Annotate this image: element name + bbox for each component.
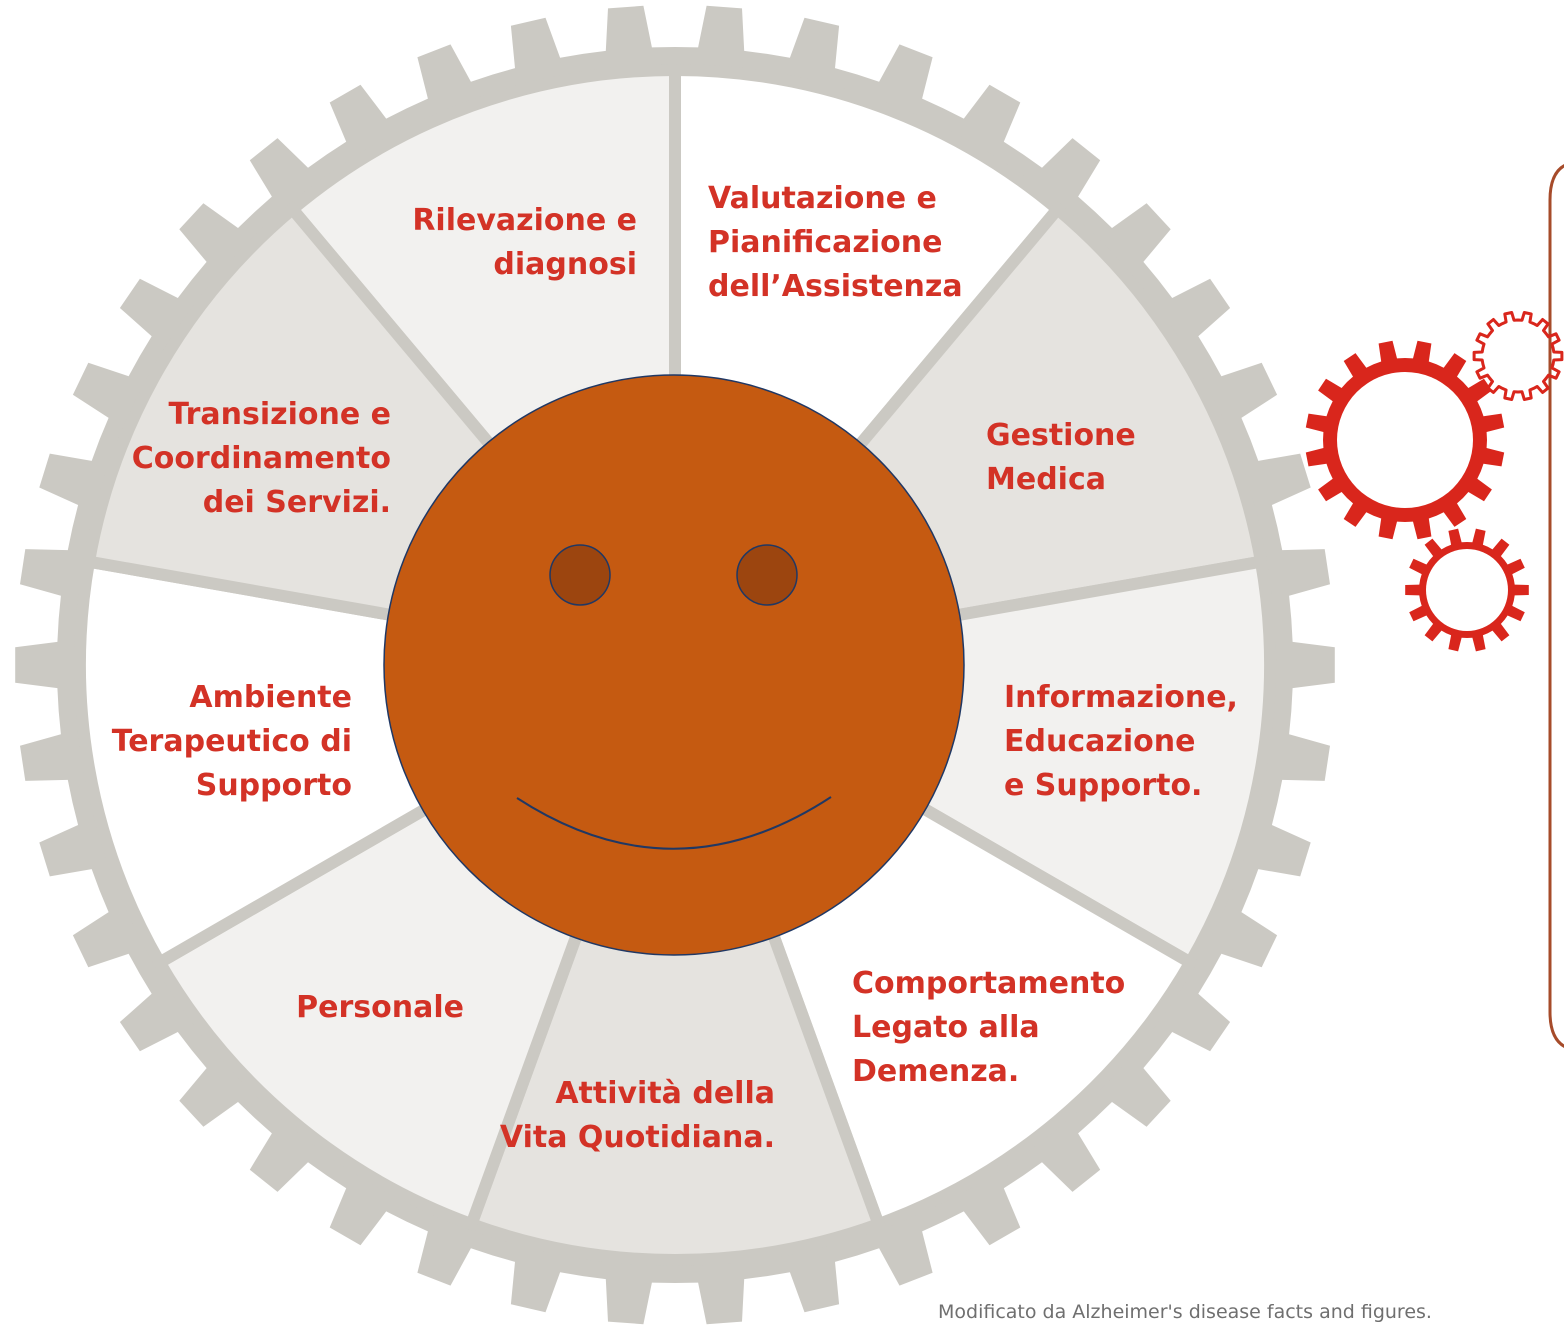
- label-line: Valutazione e: [708, 181, 937, 216]
- label-line: Terapeutico di: [112, 724, 352, 759]
- label-line: Personale: [296, 990, 464, 1025]
- smiley-face: [383, 374, 965, 956]
- label-line: dell’Assistenza: [708, 269, 963, 304]
- label-line: Informazione,: [1004, 680, 1238, 715]
- source-caption: Modificato da Alzheimer's disease facts …: [938, 1301, 1432, 1323]
- label-personale: Personale: [296, 990, 464, 1025]
- segment-attivita: [463, 647, 887, 1266]
- label-line: Supporto: [196, 768, 352, 803]
- smiley-mouth: [516, 796, 832, 850]
- label-line: Rilevazione e: [412, 203, 637, 238]
- label-line: Medica: [986, 462, 1106, 497]
- gear-large-hub: [1337, 372, 1473, 508]
- gears-icon: [1305, 311, 1564, 652]
- label-line: dei Servizi.: [203, 485, 391, 520]
- label-line: Attività della: [555, 1076, 775, 1111]
- label-line: Transizione e: [168, 397, 391, 432]
- label-line: diagnosi: [493, 247, 637, 282]
- label-line: Demenza.: [852, 1054, 1019, 1089]
- label-line: Educazione: [1004, 724, 1195, 759]
- label-line: Coordinamento: [132, 441, 391, 476]
- smiley-face-icon: [383, 374, 965, 956]
- label-line: Gestione: [986, 418, 1136, 453]
- smiley-left-eye: [549, 544, 611, 606]
- gear-medium-hub: [1426, 549, 1508, 631]
- label-line: Pianificazione: [708, 225, 942, 260]
- label-line: Comportamento: [852, 966, 1125, 1001]
- label-line: e Supporto.: [1004, 768, 1202, 803]
- label-line: Ambiente: [189, 680, 352, 715]
- segment-labels: Rilevazione e diagnosi Valutazione e Pianif…: [112, 181, 1238, 1155]
- label-transizione: Transizione e Coordinamento dei Servizi.: [132, 397, 391, 520]
- label-valutazione: Valutazione e Pianificazione dell’Assisten…: [708, 181, 963, 304]
- gear-small-icon: [1472, 311, 1564, 401]
- label-line: Legato alla: [852, 1010, 1040, 1045]
- smiley-right-eye: [736, 544, 798, 606]
- label-rilevazione: Rilevazione e diagnosi: [412, 203, 637, 282]
- side-panel: [1548, 160, 1564, 1052]
- label-line: Vita Quotidiana.: [500, 1120, 775, 1155]
- label-informazione: Informazione, Educazione e Supporto.: [1004, 680, 1238, 803]
